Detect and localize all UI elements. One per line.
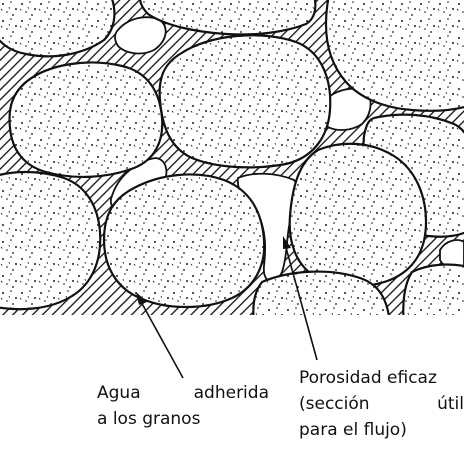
adhered-water-label-word-2: adherida bbox=[194, 380, 269, 406]
effective-porosity-label-line-3: para el flujo) bbox=[299, 417, 464, 443]
grain bbox=[160, 35, 331, 167]
adhered-water-label-word-1: Agua bbox=[97, 380, 141, 406]
adhered-water-label-line-2: a los granos bbox=[97, 406, 269, 432]
adhered-water-label: Agua adherida a los granos bbox=[97, 380, 269, 432]
sand-grains bbox=[0, 0, 464, 325]
grain bbox=[290, 144, 426, 287]
effective-porosity-label-line-1: Porosidad eficaz bbox=[299, 365, 464, 391]
grain bbox=[403, 265, 464, 325]
effective-porosity-label-word-2: útil bbox=[437, 391, 464, 417]
effective-porosity-label: Porosidad eficaz (sección útil para el f… bbox=[299, 365, 464, 443]
grain-matrix bbox=[0, 0, 464, 325]
grain bbox=[10, 63, 163, 177]
effective-porosity-label-word-1: (sección bbox=[299, 391, 370, 417]
grain bbox=[104, 174, 264, 307]
